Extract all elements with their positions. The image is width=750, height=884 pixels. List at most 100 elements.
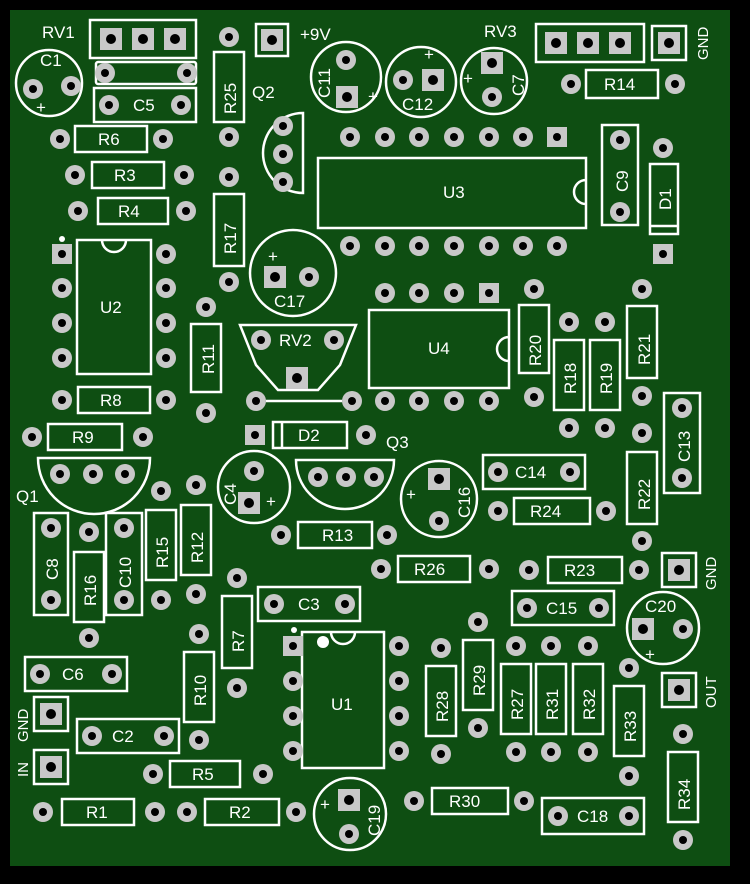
r21-resistor: R21	[625, 279, 659, 406]
c13-label: C13	[675, 431, 694, 462]
d2-diode: D2	[245, 420, 376, 450]
r8-resistor: R8	[52, 385, 176, 415]
u4-ic: U4	[367, 283, 511, 411]
c4-label: C4	[221, 483, 240, 505]
c4-plus: +	[266, 492, 276, 511]
c9-label: C9	[613, 170, 632, 192]
c7-capacitor: + C7	[459, 46, 529, 116]
r9-label: R9	[72, 428, 94, 447]
r32-resistor: R32	[571, 636, 605, 762]
c12-capacitor: + C12	[384, 45, 458, 119]
c11-label: C11	[315, 68, 334, 98]
r13-label: R13	[322, 526, 353, 545]
gnd-label-left: GND	[15, 709, 32, 743]
u1-ic: U1	[283, 627, 409, 770]
rv3-label: RV3	[484, 22, 517, 41]
c6-label: C6	[62, 665, 84, 684]
c10-label: C10	[116, 557, 135, 588]
c7-plus: +	[463, 69, 473, 88]
r11-label: R11	[199, 344, 218, 374]
c14-label: C14	[515, 463, 546, 482]
c1-label: C1	[40, 51, 62, 70]
r1-label: R1	[86, 803, 108, 822]
rv2-label: RV2	[279, 331, 312, 350]
u1-label: U1	[331, 695, 353, 714]
c11-capacitor: C11 +	[309, 40, 383, 114]
r26-resistor: R26	[371, 554, 499, 584]
r3-label: R3	[114, 166, 136, 185]
r23-label: R23	[564, 561, 595, 580]
r16-label: R16	[81, 575, 100, 606]
out-terminal: OUT	[660, 671, 720, 709]
c2-capacitor: C2	[75, 717, 181, 755]
in-label: IN	[15, 762, 32, 777]
c17-label: C17	[274, 292, 305, 311]
u2-ic: U2	[52, 236, 176, 376]
c20-label: C20	[645, 597, 676, 616]
q2-transistor: Q2	[252, 83, 305, 195]
c7-label: C7	[509, 74, 528, 96]
d1-diode: D1	[648, 138, 680, 264]
c1-capacitor: C1 +	[14, 48, 84, 118]
r34-resistor: R34	[666, 724, 700, 850]
r25-label: R25	[221, 83, 240, 114]
q1-label: Q1	[16, 487, 39, 506]
c19-capacitor: + C19	[312, 776, 388, 852]
r15-label: R15	[153, 537, 172, 568]
r26-label: R26	[414, 560, 445, 579]
rv3-trimmer: RV3	[484, 22, 517, 41]
q2-label: Q2	[252, 83, 275, 102]
r31-label: R31	[543, 689, 562, 720]
r29-label: R29	[470, 665, 489, 696]
r4-resistor: R4	[68, 196, 196, 226]
r7-label: R7	[229, 630, 248, 652]
r6-resistor: R6	[50, 124, 173, 154]
r21-label: R21	[635, 334, 654, 365]
r18-resistor: R18	[552, 312, 586, 438]
c2-label: C2	[112, 727, 134, 746]
r11-resistor: R11	[189, 297, 223, 423]
r17-resistor: R17	[212, 167, 246, 292]
c16-label: C16	[455, 487, 474, 518]
c19-label: C19	[365, 805, 384, 836]
r32-label: R32	[580, 689, 599, 720]
gnd-label-right: GND	[703, 557, 720, 591]
c17-capacitor: + C17	[248, 228, 338, 318]
r7-resistor: R7	[220, 568, 254, 698]
c3-capacitor: C3	[256, 585, 362, 623]
r20-resistor: R20	[517, 279, 551, 407]
r12-label: R12	[188, 532, 207, 563]
d2-label: D2	[298, 426, 320, 445]
r34-label: R34	[675, 779, 694, 810]
r28-label: R28	[433, 691, 452, 722]
r2-resistor: R2	[177, 797, 306, 827]
r6-label: R6	[98, 130, 120, 149]
gnd-terminal-top: GND	[650, 24, 712, 62]
out-label: OUT	[703, 676, 720, 708]
c4-capacitor: C4 +	[216, 449, 292, 525]
r2-label: R2	[229, 803, 251, 822]
r18-label: R18	[561, 363, 580, 394]
r33-resistor: R33	[612, 658, 646, 786]
u3-ic: U3	[316, 127, 588, 256]
r10-resistor: R10	[182, 624, 216, 750]
r4-label: R4	[118, 202, 140, 221]
r28-resistor: R28	[424, 638, 458, 764]
u4-label: U4	[428, 339, 450, 358]
q3-label: Q3	[386, 433, 409, 452]
r22-resistor: R22	[625, 423, 659, 551]
r5-resistor: R5	[143, 759, 273, 789]
r22-label: R22	[635, 479, 654, 510]
gnd-terminal-left: GND	[15, 695, 70, 743]
gnd-terminal-right: GND	[660, 551, 720, 591]
r10-label: R10	[191, 675, 210, 706]
gnd-label-top: GND	[695, 27, 712, 61]
c17-plus: +	[268, 247, 278, 266]
rv2-link	[246, 391, 362, 411]
r24-label: R24	[530, 502, 561, 521]
rv1-link	[94, 60, 198, 86]
r12-resistor: R12	[179, 475, 213, 604]
r30-resistor: R30	[404, 786, 534, 816]
r33-label: R33	[621, 711, 640, 742]
